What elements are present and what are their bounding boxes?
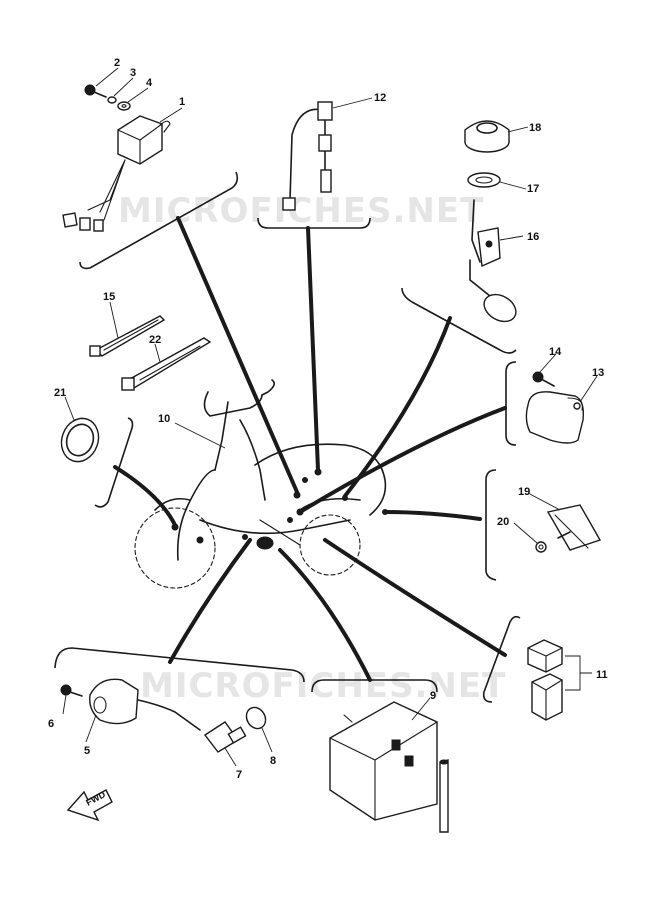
callout-leaders: [62, 67, 598, 767]
part-18-grommet: [464, 120, 510, 153]
callout-22: 22: [149, 334, 161, 346]
callout-16: 16: [527, 231, 539, 243]
callout-frame-16: [401, 287, 517, 354]
callout-20: 20: [497, 516, 509, 528]
callout-5: 5: [84, 745, 90, 757]
callout-4: 4: [146, 77, 153, 89]
callout-12: 12: [374, 92, 386, 104]
callout-10: 10: [158, 413, 170, 425]
callout-frame-13: [505, 361, 517, 446]
part-5-ignition-coil: [89, 678, 201, 731]
callout-frame-9: [311, 679, 438, 693]
callout-2: 2: [114, 57, 120, 69]
part-2-screw: [84, 84, 107, 98]
harness-line-to-13: [298, 406, 507, 514]
watermark-bottom: MICROFICHES.NET: [140, 666, 506, 706]
part-16-fuel-sender: [469, 199, 517, 323]
harness-line-to-1: [176, 216, 299, 494]
part-19-resistor: [546, 504, 602, 551]
part-1-cdi-unit: [62, 115, 171, 232]
harness-connection-dots: [171, 468, 388, 550]
part-9-battery: [329, 701, 449, 833]
callout-8: 8: [270, 755, 276, 767]
part-7-plug-cap: [203, 721, 247, 753]
part-12-sensor-lead: [282, 101, 333, 211]
part-3-spring-washer: [107, 96, 117, 104]
callout-14: 14: [549, 346, 562, 358]
part-22-cable-tie: [121, 337, 212, 391]
part-20-nut: [535, 531, 571, 553]
callout-11: 11: [596, 669, 608, 681]
callout-frame-11: [482, 615, 521, 703]
callout-19: 19: [518, 486, 530, 498]
harness-line-to-21: [113, 465, 177, 527]
harness-line-to-19: [383, 510, 482, 521]
leader-10: [174, 422, 226, 449]
callout-frame-12: [257, 217, 371, 229]
harness-line-to-11: [323, 538, 507, 657]
callout-6: 6: [48, 718, 54, 730]
part-4-washer: [117, 101, 131, 111]
forward-direction-arrow: FWD: [66, 789, 113, 822]
part-14-bolt: [532, 371, 555, 387]
callout-9: 9: [430, 690, 436, 702]
callout-15: 15: [103, 291, 115, 303]
part-11-relays: [527, 639, 592, 721]
part-8-cap-cover: [245, 706, 267, 730]
part-21-cover: [60, 417, 100, 463]
callout-21: 21: [54, 387, 66, 399]
harness-line-to-12: [306, 226, 320, 472]
part-15-cable-tie: [89, 315, 166, 357]
part-17-gasket: [467, 172, 501, 188]
callout-frame-21: [94, 417, 134, 508]
watermark-top: MICROFICHES.NET: [118, 191, 484, 231]
part-13-flasher-unit: [525, 391, 585, 444]
callout-frame-5: [54, 647, 305, 683]
callout-3: 3: [130, 67, 136, 79]
harness-line-to-9: [278, 548, 372, 682]
harness-line-to-16: [343, 316, 452, 498]
callout-18: 18: [529, 122, 541, 134]
callout-13: 13: [592, 367, 604, 379]
part-6-bolt: [60, 684, 83, 697]
scooter-outline: [134, 379, 387, 589]
callout-17: 17: [527, 183, 539, 195]
callout-7: 7: [236, 769, 242, 781]
callout-1: 1: [179, 96, 185, 108]
callout-frame-19: [485, 469, 497, 581]
callout-frame-1: [79, 171, 239, 270]
harness-line-to-5: [168, 538, 252, 664]
